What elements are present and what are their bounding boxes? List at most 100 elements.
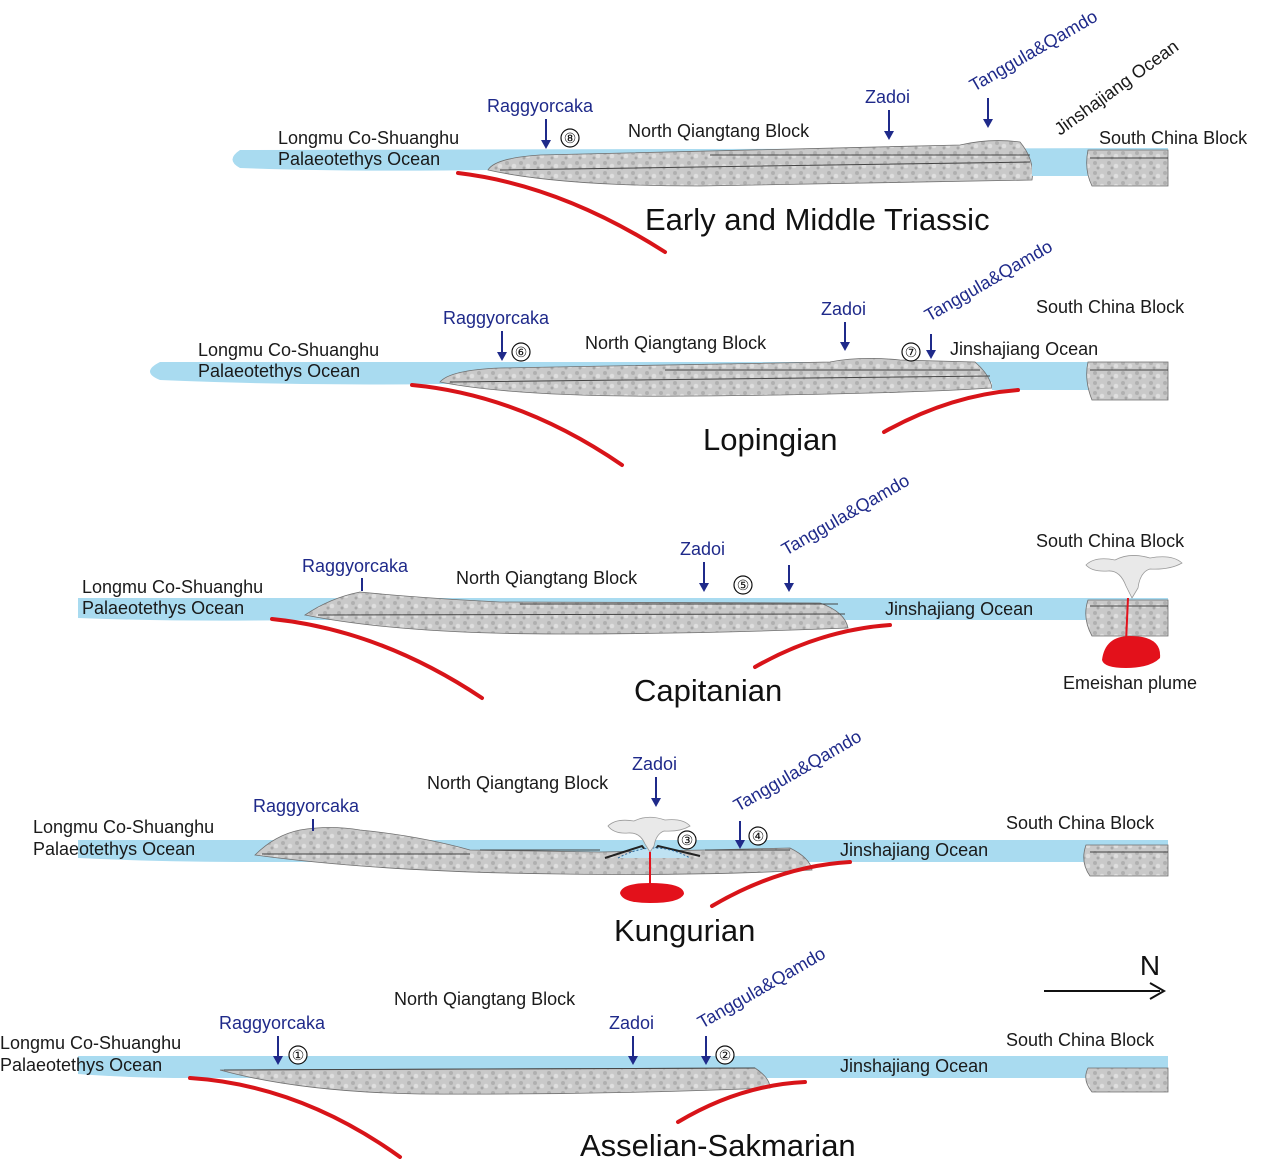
marker-circle <box>733 575 753 595</box>
south-china-label: South China Block <box>1036 531 1185 551</box>
site-raggyorcaka: Raggyorcaka <box>443 308 550 328</box>
site-tanggula: Tanggula&Qamdo <box>778 470 913 559</box>
subduction-slab-west <box>270 617 484 700</box>
tanggula-arrowhead <box>701 1056 711 1065</box>
south-china-crust <box>1083 844 1169 877</box>
site-tanggula: Tanggula&Qamdo <box>966 6 1101 95</box>
marker-circle <box>677 830 697 850</box>
south-china-label: South China Block <box>1006 1030 1155 1050</box>
panel-kungurian: Longmu Co-Shuanghu Palaeotethys Ocean Ra… <box>33 726 1169 948</box>
marker-circle <box>560 128 580 148</box>
plume-head <box>620 883 684 903</box>
site-zadoi: Zadoi <box>632 754 677 774</box>
subduction-slab-east <box>676 1080 807 1124</box>
site-zadoi: Zadoi <box>609 1013 654 1033</box>
raggyorcaka-arrowhead <box>541 140 551 149</box>
subduction-slab-east <box>710 860 852 908</box>
period-title: Kungurian <box>614 913 755 948</box>
ocean-left-line2: Palaeotethys Ocean <box>82 598 244 618</box>
site-raggyorcaka: Raggyorcaka <box>487 96 594 116</box>
strata-lines <box>223 1067 756 1071</box>
strata-lines <box>449 369 1168 383</box>
site-zadoi: Zadoi <box>821 299 866 319</box>
marker-1: ① <box>292 1047 305 1063</box>
eruption-cloud <box>607 816 691 853</box>
north-qiangtang-block <box>487 140 1033 187</box>
site-raggyorcaka: Raggyorcaka <box>302 556 409 576</box>
marker-circle <box>511 342 531 362</box>
jinshajiang-ocean-gap <box>1032 150 1090 176</box>
north-qiangtang-block <box>254 827 813 875</box>
tanggula-arrowhead <box>983 119 993 128</box>
site-tanggula: Tanggula&Qamdo <box>730 726 865 815</box>
subduction-slab-west <box>410 383 624 467</box>
marker-5: ⑤ <box>737 577 750 593</box>
tanggula-arrowhead <box>735 840 745 849</box>
zadoi-arrowhead <box>699 583 709 592</box>
marker-circle <box>288 1045 308 1065</box>
north-qiangtang-block <box>303 591 849 635</box>
strata-lines <box>262 849 1168 855</box>
marker-2: ② <box>719 1047 732 1063</box>
period-title: Asselian-Sakmarian <box>580 1128 856 1159</box>
south-china-label: South China Block <box>1036 297 1185 317</box>
marker-circle <box>715 1045 735 1065</box>
marker-circle <box>748 826 768 846</box>
ocean-left-line2: Palaeotethys Ocean <box>198 361 360 381</box>
ocean-right-label: Jinshajiang Ocean <box>1051 36 1183 139</box>
ocean-left-line1: Longmu Co-Shuanghu <box>33 817 214 837</box>
ocean-left-line1: Longmu Co-Shuanghu <box>0 1033 181 1053</box>
ocean-left-line1: Longmu Co-Shuanghu <box>278 128 459 148</box>
marker-6: ⑥ <box>515 344 528 360</box>
marker-4: ④ <box>752 828 765 844</box>
site-tanggula: Tanggula&Qamdo <box>694 943 829 1032</box>
site-raggyorcaka: Raggyorcaka <box>219 1013 326 1033</box>
ocean-left-line1: Longmu Co-Shuanghu <box>82 577 263 597</box>
south-china-label: South China Block <box>1099 128 1248 148</box>
strata-lines <box>499 154 1168 171</box>
marker-8: ⑧ <box>564 130 577 146</box>
panel-asselian-sakmarian: Longmu Co-Shuanghu Palaeotethys Ocean Ra… <box>0 943 1169 1159</box>
raggyorcaka-arrowhead <box>497 352 507 361</box>
south-china-label: South China Block <box>1006 813 1155 833</box>
jinshajiang-ocean-gap <box>992 362 1090 390</box>
zadoi-arrowhead <box>884 131 894 140</box>
ocean-left-line2: Palaeotethys Ocean <box>278 149 440 169</box>
ocean-right-label: Jinshajiang Ocean <box>840 1056 988 1076</box>
north-arrow: N <box>1044 950 1167 1000</box>
block-label: North Qiangtang Block <box>427 773 609 793</box>
site-zadoi: Zadoi <box>865 87 910 107</box>
block-label: North Qiangtang Block <box>394 989 576 1009</box>
strata-lines <box>317 603 1168 616</box>
ocean-right-label: Jinshajiang Ocean <box>950 339 1098 359</box>
eruption-cloud <box>1085 555 1183 599</box>
subduction-slab-west <box>188 1076 402 1159</box>
period-title: Early and Middle Triassic <box>645 202 990 237</box>
south-china-crust <box>1086 149 1169 187</box>
south-china-crust <box>1085 1067 1169 1093</box>
zadoi-arrowhead <box>628 1056 638 1065</box>
panel-early-middle-triassic: Longmu Co-Shuanghu Palaeotethys Ocean Ra… <box>232 6 1248 254</box>
marker-circle <box>901 342 921 362</box>
ocean-right-label: Jinshajiang Ocean <box>885 599 1033 619</box>
north-qiangtang-block <box>219 1067 771 1095</box>
south-china-crust <box>1086 361 1169 401</box>
tanggula-arrowhead <box>926 350 936 359</box>
panel-capitanian: Longmu Co-Shuanghu Palaeotethys Ocean Ra… <box>78 470 1197 708</box>
subduction-slab-east <box>753 623 892 669</box>
ocean-left-line1: Longmu Co-Shuanghu <box>198 340 379 360</box>
north-label: N <box>1140 950 1160 981</box>
ocean-left-line2: Palaeotethys Ocean <box>33 839 195 859</box>
ocean-right-label: Jinshajiang Ocean <box>840 840 988 860</box>
ocean-left-line2: Palaeotethys Ocean <box>0 1055 162 1075</box>
marker-3: ③ <box>681 832 694 848</box>
subduction-slab <box>456 171 667 254</box>
zadoi-arrowhead <box>840 342 850 351</box>
raggyorcaka-arrowhead <box>273 1056 283 1065</box>
tanggula-arrowhead <box>784 583 794 592</box>
plume-conduit <box>1125 597 1129 643</box>
site-zadoi: Zadoi <box>680 539 725 559</box>
subduction-slab-east <box>882 388 1020 434</box>
panel-lopingian: Longmu Co-Shuanghu Palaeotethys Ocean Ra… <box>150 236 1185 467</box>
